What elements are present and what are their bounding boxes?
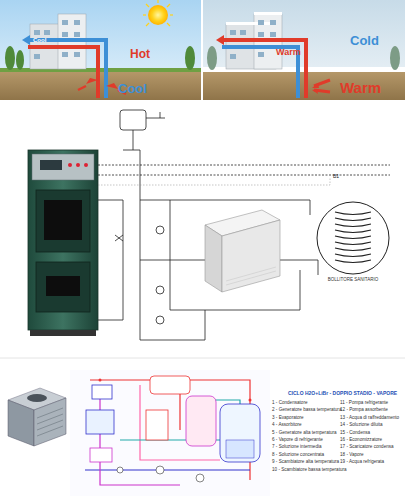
legend-item: 17 - Scaricatore condensa [340, 445, 394, 450]
legend-item: 3 - Evaporatore [272, 416, 304, 421]
temperature-label: Warm [340, 80, 381, 95]
legend-item: 16 - Economizzatore [340, 438, 382, 443]
legend-item: 9 - Scambiatore alta temperatura [272, 460, 339, 465]
node-label: BOLLITORE SANITARIO [310, 278, 396, 283]
cycle-title: CICLO H2O+LiBr - DOPPIO STADIO - VAPORE [288, 391, 397, 396]
legend-item: 15 - Condensa [340, 431, 370, 436]
legend-item: 12 - Pompa assorbente [340, 408, 388, 413]
temperature-label: Cold [350, 34, 379, 47]
legend-item: 5 - Generatore alta temperatura [272, 431, 337, 436]
legend-item: 8 - Soluzione concentrata [272, 453, 324, 458]
legend-item: 11 - Pompa refrigerante [340, 401, 388, 406]
legend-item: 13 - Acqua di raffreddamento [340, 416, 399, 421]
legend-item: 6 - Vapore di refrigerante [272, 438, 323, 443]
sensor-label: B1 [333, 174, 339, 179]
temperature-label: Hot [130, 48, 150, 60]
temperature-label: Warm [276, 48, 301, 57]
legend-item: 19 - Acqua refrigerata [340, 460, 384, 465]
temperature-label: Cool [33, 37, 46, 43]
legend-item: 1 - Condensatore [272, 401, 308, 406]
legend-item: 14 - Soluzione diluita [340, 423, 383, 428]
legend-item: 2 - Generatore bassa temperatura [272, 408, 341, 413]
temperature-label: Cool [118, 82, 147, 95]
legend-item: 4 - Assorbitore [272, 423, 302, 428]
legend-item: 18 - Vapore [340, 453, 364, 458]
legend-item: 7 - Soluzione intermedia [272, 445, 322, 450]
tank-node: BOLLITORE SANITARIO [310, 198, 396, 292]
legend-item: 10 - Scambiatore bassa temperatura [272, 468, 347, 473]
